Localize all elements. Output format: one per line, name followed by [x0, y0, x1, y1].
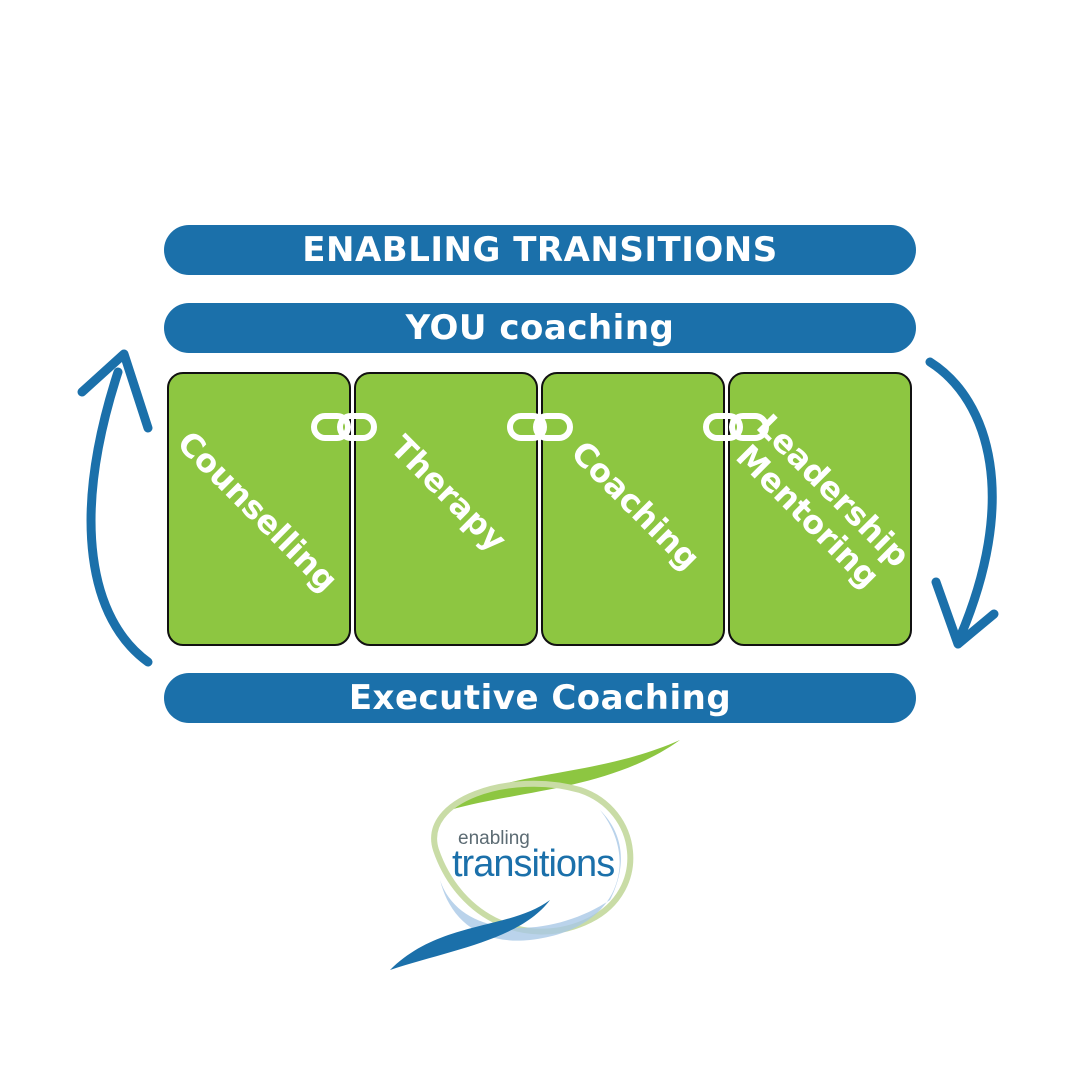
chain-link-icon: [703, 413, 769, 441]
card-leadership-mentoring: Leadership Mentoring: [728, 372, 917, 646]
logo-text-enabling: enabling: [458, 828, 530, 849]
card-label: Therapy: [383, 427, 515, 559]
enabling-transitions-logo-icon: [390, 740, 680, 970]
card-label: Coaching: [563, 433, 708, 578]
chain-link-icon: [507, 413, 573, 441]
you-coaching-bar: YOU coaching: [164, 303, 916, 353]
title-bar: ENABLING TRANSITIONS: [164, 225, 916, 275]
chain-link-icon: [311, 413, 377, 441]
executive-coaching-bar: Executive Coaching: [164, 673, 916, 723]
card-coaching: Coaching: [541, 372, 725, 646]
logo-text-transitions: transitions: [452, 843, 615, 885]
card-label: Counselling: [169, 423, 346, 600]
card-therapy: Therapy: [354, 372, 538, 646]
